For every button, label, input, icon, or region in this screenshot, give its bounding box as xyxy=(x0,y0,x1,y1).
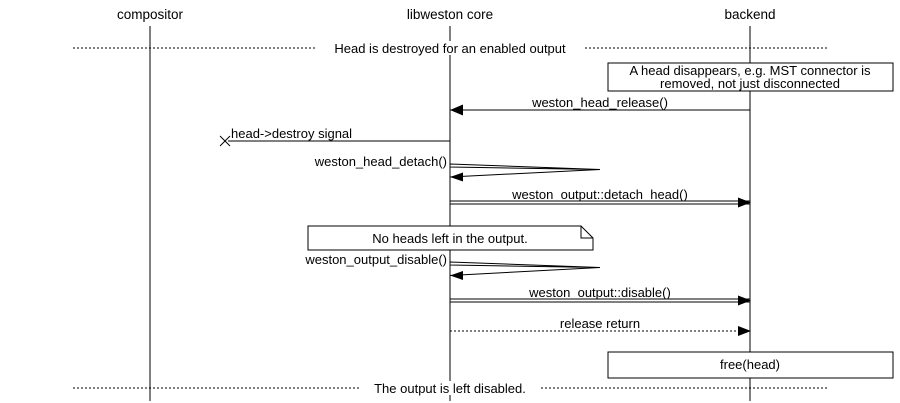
arrowhead-left-icon xyxy=(450,104,463,116)
message-label: release return xyxy=(560,316,640,331)
arrowhead-left-icon xyxy=(450,172,463,182)
message-weston-output-disable: weston_output::disable() xyxy=(450,285,751,306)
divider-label: Head is destroyed for an enabled output xyxy=(334,41,566,56)
arrowhead-right-icon xyxy=(738,197,751,208)
arrowhead-right-icon xyxy=(738,326,751,336)
self-call-out-line xyxy=(449,163,601,170)
message-release-return: release return xyxy=(450,316,751,336)
arrowhead-left-icon xyxy=(450,271,463,280)
note-head-disappears: A head disappears, e.g. MST connector is… xyxy=(607,62,894,92)
message-label: weston_head_release() xyxy=(531,95,668,110)
message-weston-output-detach-head: weston_output::detach_head() xyxy=(450,187,751,208)
divider-output-disabled: The output is left disabled. xyxy=(73,381,827,396)
message-label: head->destroy signal xyxy=(231,126,352,141)
arrowhead-right-icon xyxy=(738,295,751,306)
message-weston-head-release: weston_head_release() xyxy=(450,95,750,116)
entity-label-libweston-core: libweston core xyxy=(407,7,493,22)
note-shape xyxy=(307,225,594,251)
divider-label: The output is left disabled. xyxy=(374,381,526,396)
message-weston-output-disable-self: weston_output_disable() xyxy=(304,252,601,280)
self-call-return-line xyxy=(449,169,601,178)
note-fold-icon xyxy=(580,226,593,239)
note-no-heads-left: No heads left in the output. xyxy=(307,225,594,251)
lost-message-x-icon xyxy=(219,135,231,147)
entity-label-compositor: compositor xyxy=(117,7,184,22)
message-label: weston_head_detach() xyxy=(314,154,447,169)
note-text-line2: removed, not just disconnected xyxy=(660,76,840,91)
note-text: No heads left in the output. xyxy=(372,231,527,246)
divider-label-bg xyxy=(361,381,539,395)
box-text: free(head) xyxy=(720,357,780,372)
note-text-line1: A head disappears, e.g. MST connector is xyxy=(629,63,871,78)
message-label: weston_output::detach_head() xyxy=(511,187,688,202)
message-head-destroy-signal: head->destroy signal xyxy=(219,126,450,147)
divider-head-destroyed: Head is destroyed for an enabled output xyxy=(73,41,827,56)
divider-label-bg xyxy=(317,41,583,55)
message-label: weston_output::disable() xyxy=(528,285,671,300)
box-free-head: free(head) xyxy=(607,351,894,379)
self-call-return-line xyxy=(449,267,601,276)
note-box xyxy=(607,62,894,92)
message-weston-head-detach: weston_head_detach() xyxy=(314,154,601,182)
self-call-out-line xyxy=(449,261,601,268)
note-box xyxy=(607,351,894,379)
message-label: weston_output_disable() xyxy=(304,252,447,267)
entity-label-backend: backend xyxy=(724,7,775,22)
